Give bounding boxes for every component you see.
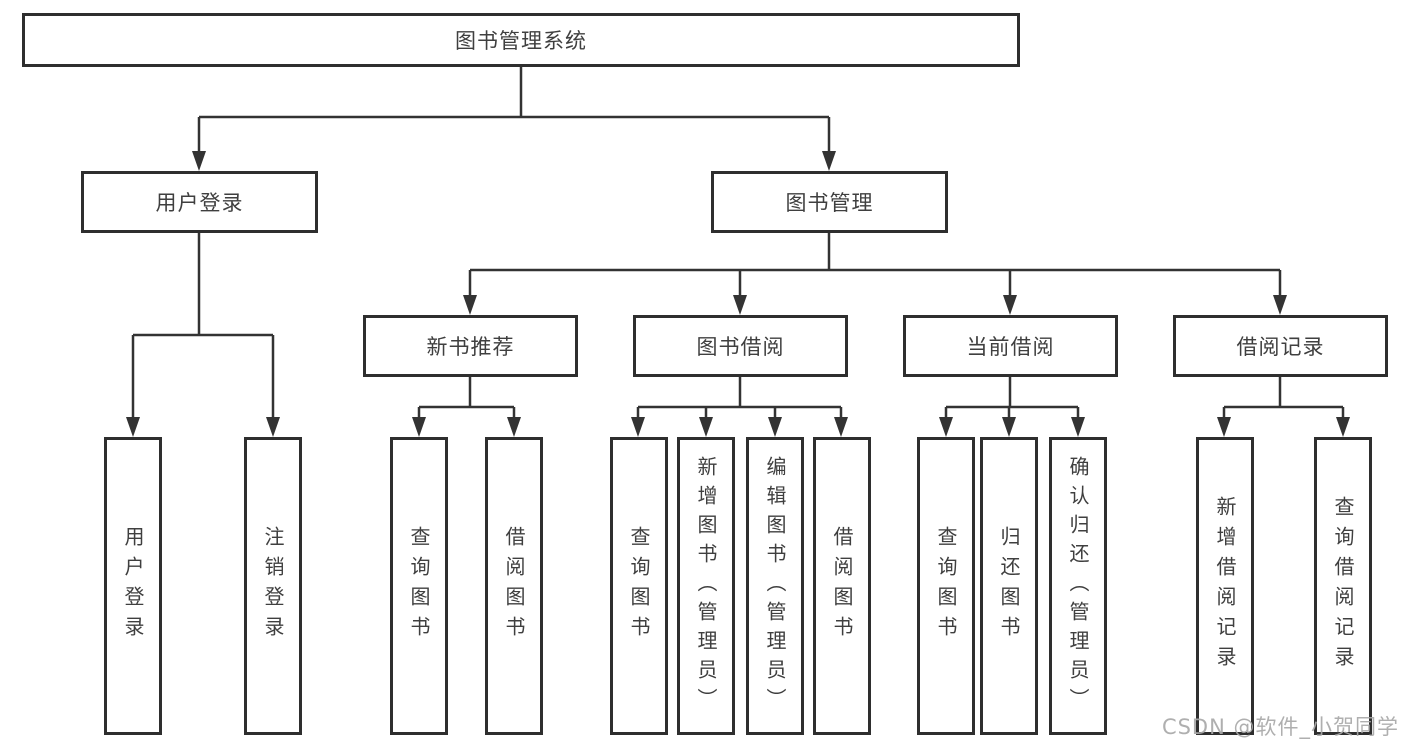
leaf-br-query-record-label: 查询借阅记录 bbox=[1331, 496, 1355, 676]
leaf-logout-label: 注销登录 bbox=[261, 526, 285, 646]
leaf-user-login-label: 用户登录 bbox=[121, 526, 145, 646]
leaf-br-query-record: 查询借阅记录 bbox=[1314, 437, 1372, 735]
node-current-borrowing: 当前借阅 bbox=[903, 315, 1118, 377]
leaf-bb-query-books-label: 查询图书 bbox=[627, 526, 651, 646]
leaf-logout: 注销登录 bbox=[244, 437, 302, 735]
node-borrowing-records-label: 借阅记录 bbox=[1236, 335, 1325, 359]
node-user-login-label: 用户登录 bbox=[155, 191, 244, 215]
leaf-bb-edit-books-admin-label: 编辑图书（管理员） bbox=[763, 455, 787, 717]
leaf-cb-query-books: 查询图书 bbox=[917, 437, 975, 735]
arrowheads bbox=[126, 151, 1350, 437]
leaf-bb-borrow-books-label: 借阅图书 bbox=[830, 526, 854, 646]
node-book-management-label: 图书管理 bbox=[785, 191, 874, 215]
leaf-rec-query-books: 查询图书 bbox=[390, 437, 448, 735]
csdn-watermark: CSDN @软件_小贺同学 bbox=[1161, 715, 1399, 739]
leaf-bb-add-books-admin-label: 新增图书（管理员） bbox=[694, 455, 718, 717]
node-book-borrowing-label: 图书借阅 bbox=[696, 335, 785, 359]
leaf-rec-query-books-label: 查询图书 bbox=[407, 526, 431, 646]
node-root-library-system: 图书管理系统 bbox=[22, 13, 1020, 67]
node-new-book-recommendation-label: 新书推荐 bbox=[426, 335, 515, 359]
leaf-bb-add-books-admin: 新增图书（管理员） bbox=[677, 437, 735, 735]
leaf-cb-confirm-return-admin-label: 确认归还（管理员） bbox=[1066, 455, 1090, 717]
node-root-label: 图书管理系统 bbox=[455, 29, 587, 53]
node-user-login: 用户登录 bbox=[81, 171, 318, 233]
node-book-borrowing: 图书借阅 bbox=[633, 315, 848, 377]
leaf-bb-borrow-books: 借阅图书 bbox=[813, 437, 871, 735]
leaf-cb-return-books: 归还图书 bbox=[980, 437, 1038, 735]
leaf-br-add-record-label: 新增借阅记录 bbox=[1213, 496, 1237, 676]
node-book-management: 图书管理 bbox=[711, 171, 948, 233]
leaf-cb-confirm-return-admin: 确认归还（管理员） bbox=[1049, 437, 1107, 735]
leaf-rec-borrow-books: 借阅图书 bbox=[485, 437, 543, 735]
node-borrowing-records: 借阅记录 bbox=[1173, 315, 1388, 377]
leaf-bb-query-books: 查询图书 bbox=[610, 437, 668, 735]
node-current-borrowing-label: 当前借阅 bbox=[966, 335, 1055, 359]
leaf-user-login: 用户登录 bbox=[104, 437, 162, 735]
leaf-cb-return-books-label: 归还图书 bbox=[997, 526, 1021, 646]
leaf-bb-edit-books-admin: 编辑图书（管理员） bbox=[746, 437, 804, 735]
leaf-cb-query-books-label: 查询图书 bbox=[934, 526, 958, 646]
node-new-book-recommendation: 新书推荐 bbox=[363, 315, 578, 377]
leaf-rec-borrow-books-label: 借阅图书 bbox=[502, 526, 526, 646]
leaf-br-add-record: 新增借阅记录 bbox=[1196, 437, 1254, 735]
